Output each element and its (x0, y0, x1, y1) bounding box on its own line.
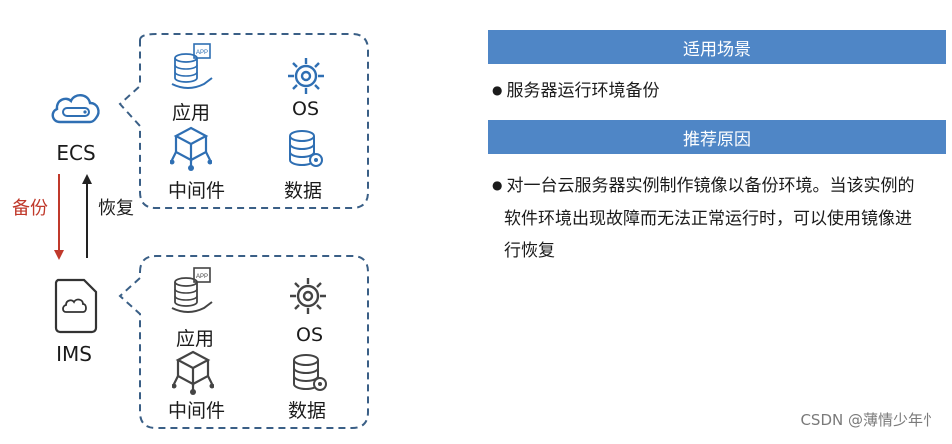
top-middleware-label: 中间件 (168, 180, 226, 202)
bottom-middleware-label: 中间件 (168, 400, 226, 422)
gear-icon (290, 278, 326, 314)
restore-arrow (82, 174, 92, 258)
application-stack-icon: APP (171, 43, 213, 89)
backup-label: 备份 (12, 198, 48, 219)
reason-line: ●对一台云服务器实例制作镜像以备份环境。当该实例的 (492, 176, 915, 196)
reason-header: 推荐原因 (488, 120, 946, 154)
bullet-icon: ● (492, 178, 503, 192)
application-stack-icon: APP (171, 267, 213, 313)
bottom-os-label: OS (296, 324, 324, 346)
bottom-app-label: 应用 (176, 328, 215, 350)
scenario-item: ●服务器运行环境备份 (492, 76, 659, 101)
reason-title: 推荐原因 (683, 129, 751, 150)
restore-label: 恢复 (98, 198, 134, 219)
cube-network-icon (170, 126, 212, 171)
reason-line: 软件环境出现故障而无法正常运行时，可以使用镜像进 (504, 209, 912, 229)
image-file-icon (54, 278, 98, 334)
gear-icon (288, 58, 324, 94)
ims-label: IMS (56, 342, 92, 366)
reason-line: 行恢复 (504, 241, 555, 261)
bottom-data-label: 数据 (288, 400, 327, 422)
watermark: CSDN @薄情少年忄 (800, 411, 938, 429)
bottom-group-callout (118, 255, 369, 429)
bullet-icon: ● (492, 83, 503, 97)
scenario-title: 适用场景 (683, 39, 751, 60)
database-icon (293, 354, 327, 391)
cube-network-icon (172, 350, 214, 395)
scenario-item-text: 服务器运行环境备份 (506, 81, 660, 101)
scenario-header: 适用场景 (488, 30, 946, 64)
reason-paragraph: ●对一台云服务器实例制作镜像以备份环境。当该实例的 软件环境出现故障而无法正常运… (492, 170, 914, 267)
svg-text:APP: APP (196, 50, 208, 56)
database-icon (289, 130, 323, 167)
svg-text:APP: APP (196, 274, 208, 280)
top-group-callout (118, 33, 369, 209)
top-app-label: 应用 (172, 102, 211, 124)
top-data-label: 数据 (284, 180, 323, 202)
cloud-server-icon (51, 94, 100, 124)
backup-arrow (54, 174, 64, 260)
ecs-label: ECS (56, 141, 96, 165)
top-os-label: OS (292, 98, 320, 120)
